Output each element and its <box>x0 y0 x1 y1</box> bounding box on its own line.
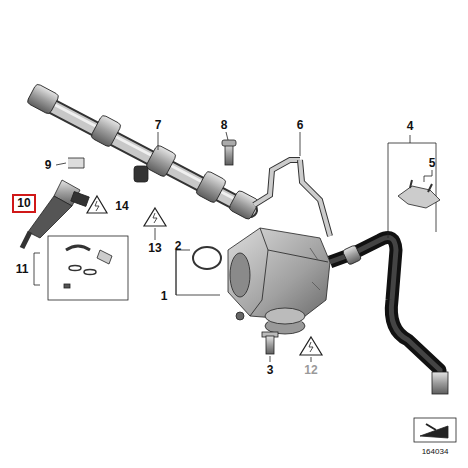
callout-number: 8 <box>221 119 228 131</box>
callout-number: 6 <box>297 119 304 131</box>
callout-number: 13 <box>148 242 161 254</box>
callout-number: 2 <box>175 240 182 252</box>
callout-number: 10 <box>17 197 30 209</box>
callout-number: 3 <box>267 364 274 376</box>
callout-number: 11 <box>16 263 29 275</box>
drawing-number: 164034 <box>422 448 449 456</box>
highlighted-callout: 10 <box>12 194 36 213</box>
callout-number: 9 <box>45 159 52 171</box>
callout-number: 14 <box>115 200 128 212</box>
callout-number: 7 <box>155 119 162 131</box>
callout-number: 12 <box>304 364 317 376</box>
callout-number: 4 <box>407 120 414 132</box>
callout-number: 1 <box>161 290 168 302</box>
callout-number: 5 <box>429 157 436 169</box>
